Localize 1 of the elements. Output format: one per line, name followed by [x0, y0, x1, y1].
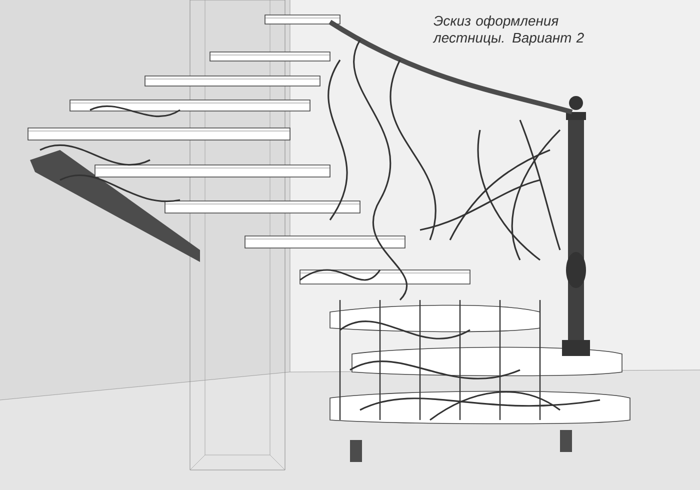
title: Эскиз оформления лестницы. Вариант 2	[432, 16, 584, 46]
